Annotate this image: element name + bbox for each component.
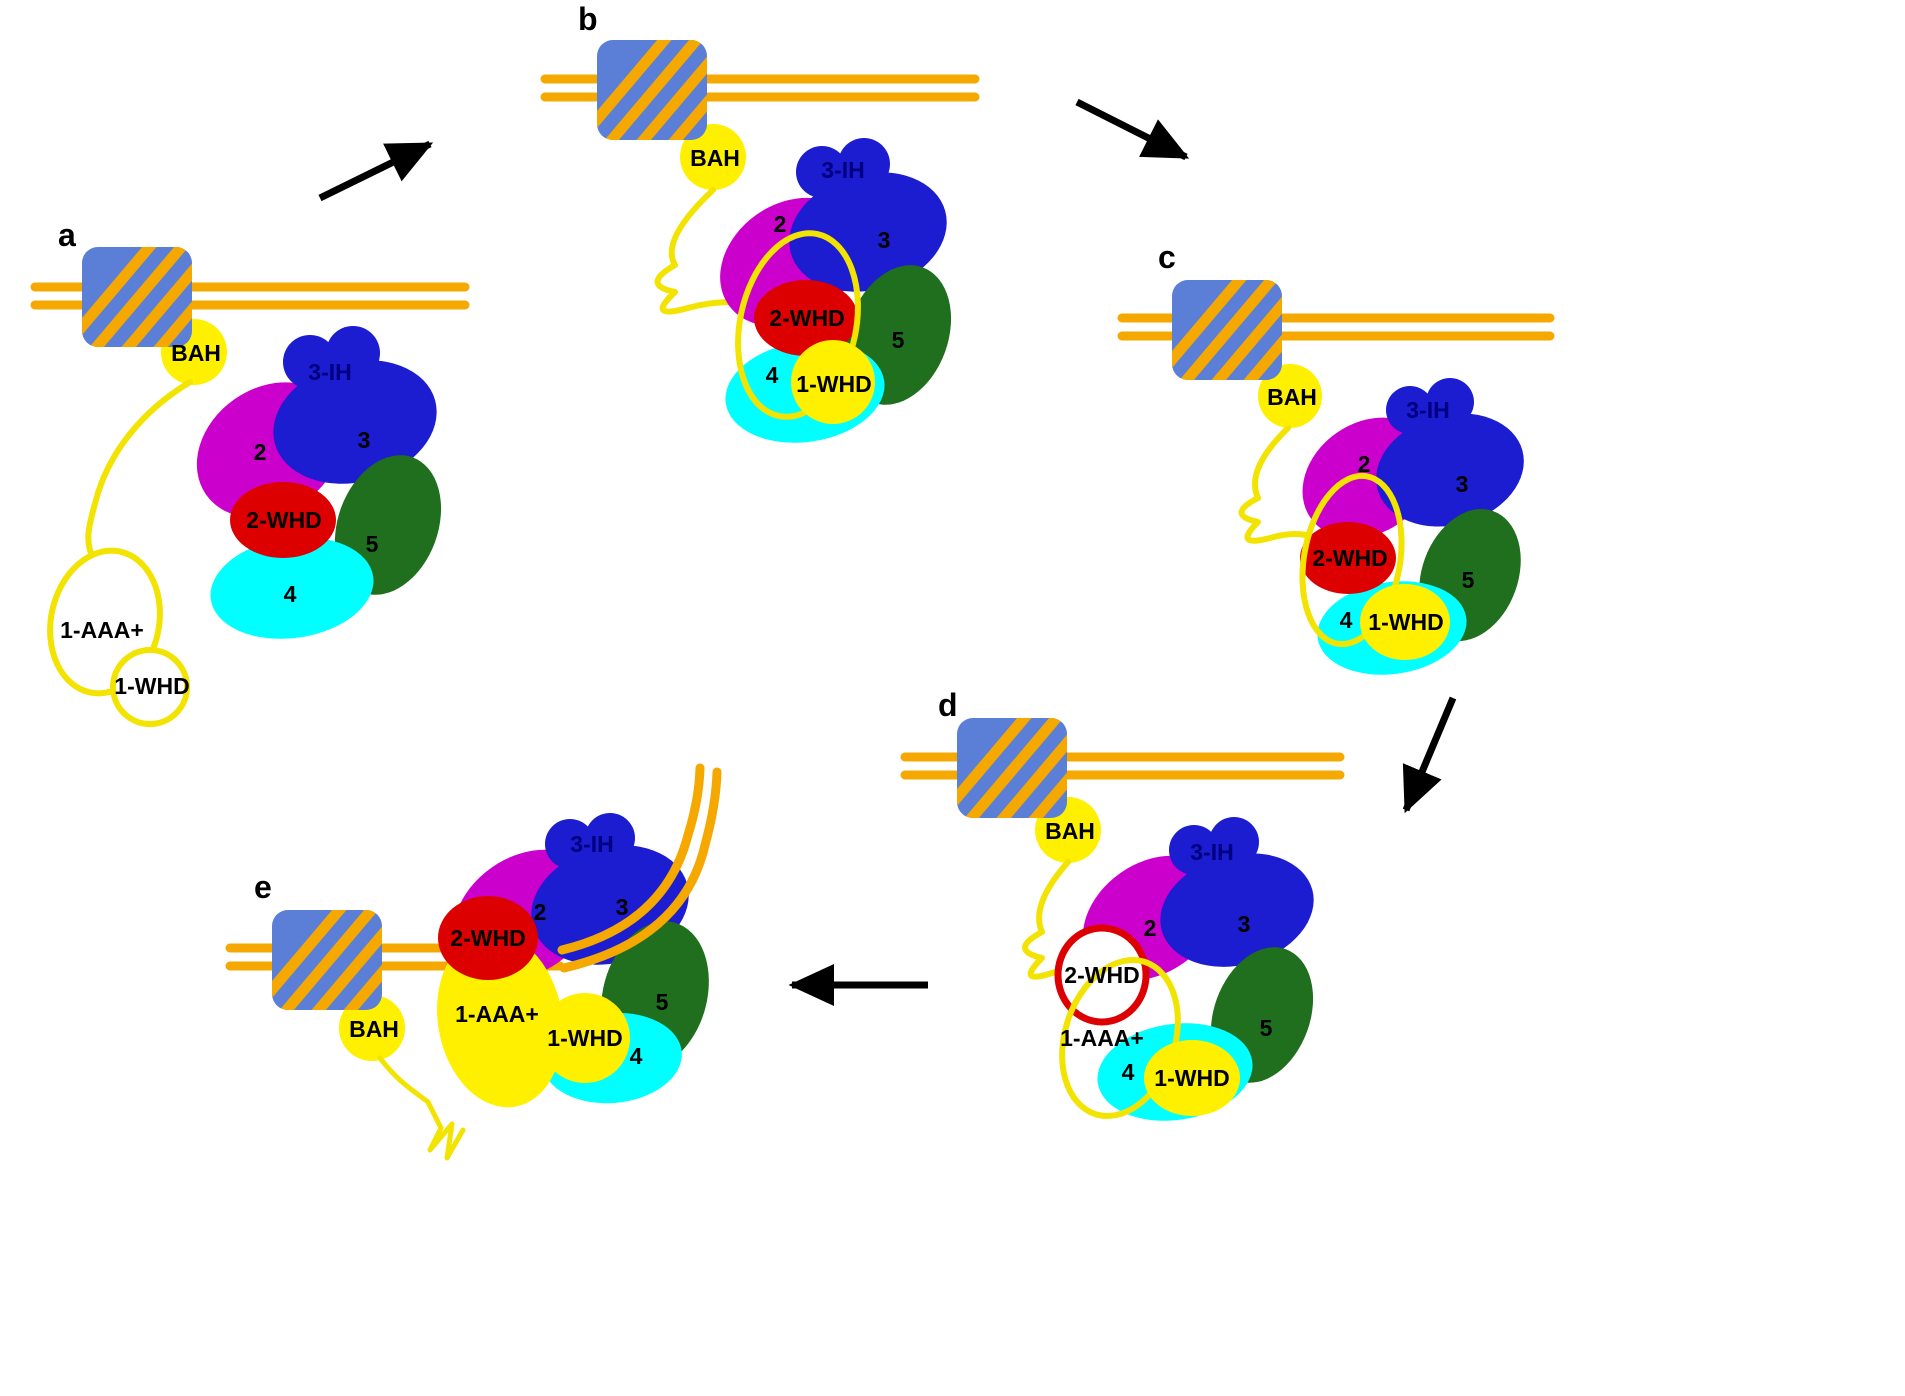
bah-domain [680,124,746,190]
arrow-b-to-c [1075,98,1190,161]
subunit-3-label: 3 [1456,471,1469,497]
whd1-label: 1-WHD [547,1025,622,1051]
whd1-loop [110,647,190,727]
whd2-label: 2-WHD [1312,545,1387,571]
subunit-3-ih-label: 3-IH [1190,839,1233,865]
subunit-5-label: 5 [366,531,379,557]
panel-label-d: d [938,687,958,723]
bah-label: BAH [1045,818,1095,844]
dna-strand-bent [559,767,722,973]
transition-arrows [318,98,1457,1006]
linker [654,187,745,315]
subunit-4 [210,537,374,639]
subunit-3 [1160,817,1314,967]
panel-label-e: e [254,869,272,905]
bah-label: BAH [690,145,740,171]
subunit-3-ih-label: 3-IH [570,831,613,857]
subunit-3-label: 3 [616,894,629,920]
nucleosome [242,895,448,1025]
bah-domain [339,995,405,1061]
subunit-3-label: 3 [358,427,371,453]
subunit-3-ih-label: 3-IH [308,359,351,385]
bah-label: BAH [349,1016,399,1042]
panel-label-b: b [578,1,598,37]
subunit-3-label: 3 [878,227,891,253]
whd2-domain [438,896,538,980]
linker-loop [735,230,861,420]
whd1-domain [1360,584,1450,660]
linker-loop [1299,472,1405,648]
whd2-label: 2-WHD [246,507,321,533]
whd1-domain [791,340,875,424]
whd1-domain [540,993,630,1083]
linker [377,1055,466,1161]
subunit-5-label: 5 [656,989,669,1015]
panel-e: e BAH 3-IH 2 3 5 4 2-WHD 1-AAA+ 1-WHD [225,763,722,1161]
whd1-label: 1-WHD [1154,1065,1229,1091]
panel-label-c: c [1158,239,1176,275]
subunit-4-label: 4 [1340,607,1353,633]
subunit-3-ih-label: 3-IH [821,157,864,183]
whd2-domain [230,482,336,558]
aaa1-label: 1-AAA+ [60,617,144,643]
panel-a: a BAH 3-IH 2 3 5 4 2-WHD 1-AAA+ 1-WHD [30,217,470,727]
subunit-4-label: 4 [1122,1059,1135,1085]
linker [1238,425,1309,544]
subunit-2-label: 2 [534,899,547,925]
subunit-5-label: 5 [892,327,905,353]
whd2-label: 2-WHD [450,925,525,951]
bah-label: BAH [171,340,221,366]
panel-d: d BAH 3-IH 2 3 5 4 2-WHD 1-AAA+ 1-WHD [900,687,1345,1121]
nucleosome [52,232,258,362]
panel-c: c BAH 3-IH 2 3 5 4 2-WHD 1-WHD [1117,239,1555,675]
subunit-3-ih-label: 3-IH [1406,397,1449,423]
subunit-3-label: 3 [1238,911,1251,937]
subunit-2-label: 2 [1358,451,1371,477]
subunit-2-label: 2 [774,211,787,237]
nucleosome [567,25,773,155]
bah-label: BAH [1267,384,1317,410]
subunit-3 [273,326,437,484]
subunit-2-label: 2 [1144,915,1157,941]
subunit-3 [1376,378,1524,527]
whd2-domain [1300,522,1396,594]
aaa1-label: 1-AAA+ [455,1001,539,1027]
nucleosome [927,703,1133,833]
dna-strand-bent [557,763,705,955]
panel-b: b BAH 3-IH 2 3 5 4 2-WHD 1-WHD [540,1,980,443]
subunit-3 [789,138,947,292]
panel-label-a: a [58,217,76,253]
whd1-label: 1-WHD [796,371,871,397]
subunit-4-label: 4 [284,581,297,607]
whd1-label: 1-WHD [114,673,189,699]
subunit-2-label: 2 [254,439,267,465]
whd1-label: 1-WHD [1368,609,1443,635]
subunit-4-label: 4 [630,1043,643,1069]
subunit-5-label: 5 [1260,1015,1273,1041]
whd2-label: 2-WHD [1064,962,1139,988]
whd2-label: 2-WHD [769,305,844,331]
aaa1-label: 1-AAA+ [1060,1025,1144,1051]
arrow-a-to-b [318,140,434,202]
subunit-5-label: 5 [1462,567,1475,593]
bah-domain [1258,364,1322,428]
nucleosome [1142,265,1348,395]
arrow-c-to-d [1402,696,1457,814]
whd2-domain [754,280,858,356]
linker [85,379,193,556]
subunit-4-label: 4 [766,362,779,388]
whd1-domain [1144,1040,1240,1116]
